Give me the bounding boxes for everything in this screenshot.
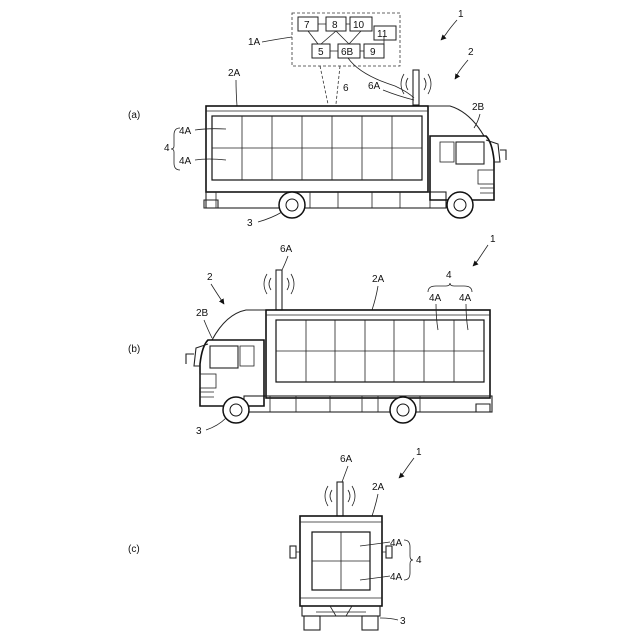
rear-hub-a: [286, 199, 298, 211]
ref-panel-left-b: 4A: [429, 293, 442, 304]
ref-antenna-a: 6A: [368, 81, 381, 92]
ref-device-b: 1: [490, 234, 496, 245]
ref-truck-b: 2: [207, 272, 213, 283]
antenna-waves-c: [325, 486, 355, 506]
ref-panel-top-a: 4A: [179, 126, 192, 137]
wheel-left-c: [304, 616, 320, 630]
view-c: (c) 1 6A 2A 4 4A 4A 3: [128, 447, 422, 630]
panel-array-a: [212, 116, 422, 180]
block-diagram: 7 8 10 11 5 6B 9: [298, 17, 396, 58]
ref-cab-b: 2B: [196, 308, 209, 319]
ref-cab-a: 2B: [472, 102, 485, 113]
ref-panel-right-b: 4A: [459, 293, 472, 304]
block-7-label: 7: [304, 20, 310, 31]
ref-wheel-b: 3: [196, 426, 202, 437]
cab-fairing-b: [212, 310, 266, 340]
block-11-label: 11: [377, 29, 388, 40]
chassis-a: [206, 192, 446, 208]
leader-device-c: [399, 458, 414, 478]
ref-antenna-c: 6A: [340, 454, 353, 465]
view-a: (a) 1 2 1A 7 8 10 11 5 6B 9: [128, 9, 506, 229]
rear-bumper-b: [476, 404, 490, 412]
ref-wheel-c: 3: [400, 616, 406, 627]
front-hub-b: [230, 404, 242, 416]
antenna-waves-a: [401, 74, 431, 94]
ref-panel-bottom-c: 4A: [390, 572, 403, 583]
ref-truck-a: 2: [468, 47, 474, 58]
panel-array-c: [312, 532, 370, 590]
leader-device-a: [441, 20, 457, 40]
cab-mirror-a: [486, 140, 506, 162]
ref-panel-group-c: 4: [416, 555, 422, 566]
ref-panel-group-b: 4: [446, 270, 452, 281]
leader-panel-bottom-a: [195, 159, 226, 160]
ref-panel-bottom-a: 4A: [179, 156, 192, 167]
ref-device-a: 1: [458, 9, 464, 20]
ref-panel-top-c: 4A: [390, 538, 403, 549]
antenna-mast-b: [276, 270, 282, 310]
antenna-waves-b: [264, 274, 294, 294]
leader-truck-a: [455, 60, 468, 79]
view-c-label: (c): [128, 544, 140, 555]
block-10-label: 10: [353, 20, 365, 31]
ref-wheel-a: 3: [247, 218, 253, 229]
cab-window-b: [210, 346, 238, 368]
leader-cab-b: [204, 320, 212, 338]
leader-antenna-b: [282, 256, 288, 270]
leader-control-unit: [262, 37, 292, 42]
brace-c: [404, 540, 413, 580]
leader-wheel-c: [380, 618, 398, 620]
antenna-cable-a: [348, 58, 414, 98]
panel-array-b: [276, 320, 484, 382]
axle-c: [316, 606, 366, 616]
view-a-label: (a): [128, 110, 140, 121]
cab-lights-b: [200, 392, 214, 397]
leader-truck-b: [211, 284, 224, 304]
front-hub-a: [454, 199, 466, 211]
ref-body-b: 2A: [372, 274, 385, 285]
ref-control-unit: 1A: [248, 37, 261, 48]
cab-grille-a: [478, 170, 494, 184]
cab-lights-a: [480, 188, 494, 193]
cab-door-window-b: [240, 346, 254, 366]
rear-hub-b: [397, 404, 409, 416]
ref-body-a: 2A: [228, 68, 241, 79]
wheel-right-c: [362, 616, 378, 630]
cab-grille-b: [200, 374, 216, 388]
block-9-label: 9: [370, 47, 376, 58]
ref-antenna-cable-a: 6: [343, 83, 349, 94]
antenna-mast-c: [337, 482, 343, 516]
block-5-label: 5: [318, 47, 324, 58]
block-6B-label: 6B: [341, 47, 354, 58]
ref-panel-group-a: 4: [164, 143, 170, 154]
leader-antenna-a: [383, 90, 414, 100]
control-connector: [320, 66, 340, 104]
cab-mirror-b: [186, 344, 208, 366]
leader-device-b: [473, 245, 488, 266]
ref-antenna-b: 6A: [280, 244, 293, 255]
leader-body-c: [372, 494, 378, 516]
view-b: (b) 1 6A 2 2A 4 4A 4A 2B: [128, 234, 496, 437]
leader-body-b: [372, 286, 378, 310]
undercarriage-c: [302, 606, 380, 616]
cab-door-window-a: [440, 142, 454, 162]
mirror-left-c: [290, 546, 296, 558]
block-8-label: 8: [332, 20, 338, 31]
leader-wheel-b: [206, 418, 226, 430]
ref-device-c: 1: [416, 447, 422, 458]
brace-b: [428, 283, 472, 292]
cab-window-a: [456, 142, 484, 164]
ref-body-c: 2A: [372, 482, 385, 493]
leader-antenna-c: [342, 466, 348, 482]
chassis-detail-a: [216, 192, 430, 208]
view-b-label: (b): [128, 344, 140, 355]
leader-wheel-a: [258, 212, 282, 222]
leader-body-a: [236, 80, 237, 106]
